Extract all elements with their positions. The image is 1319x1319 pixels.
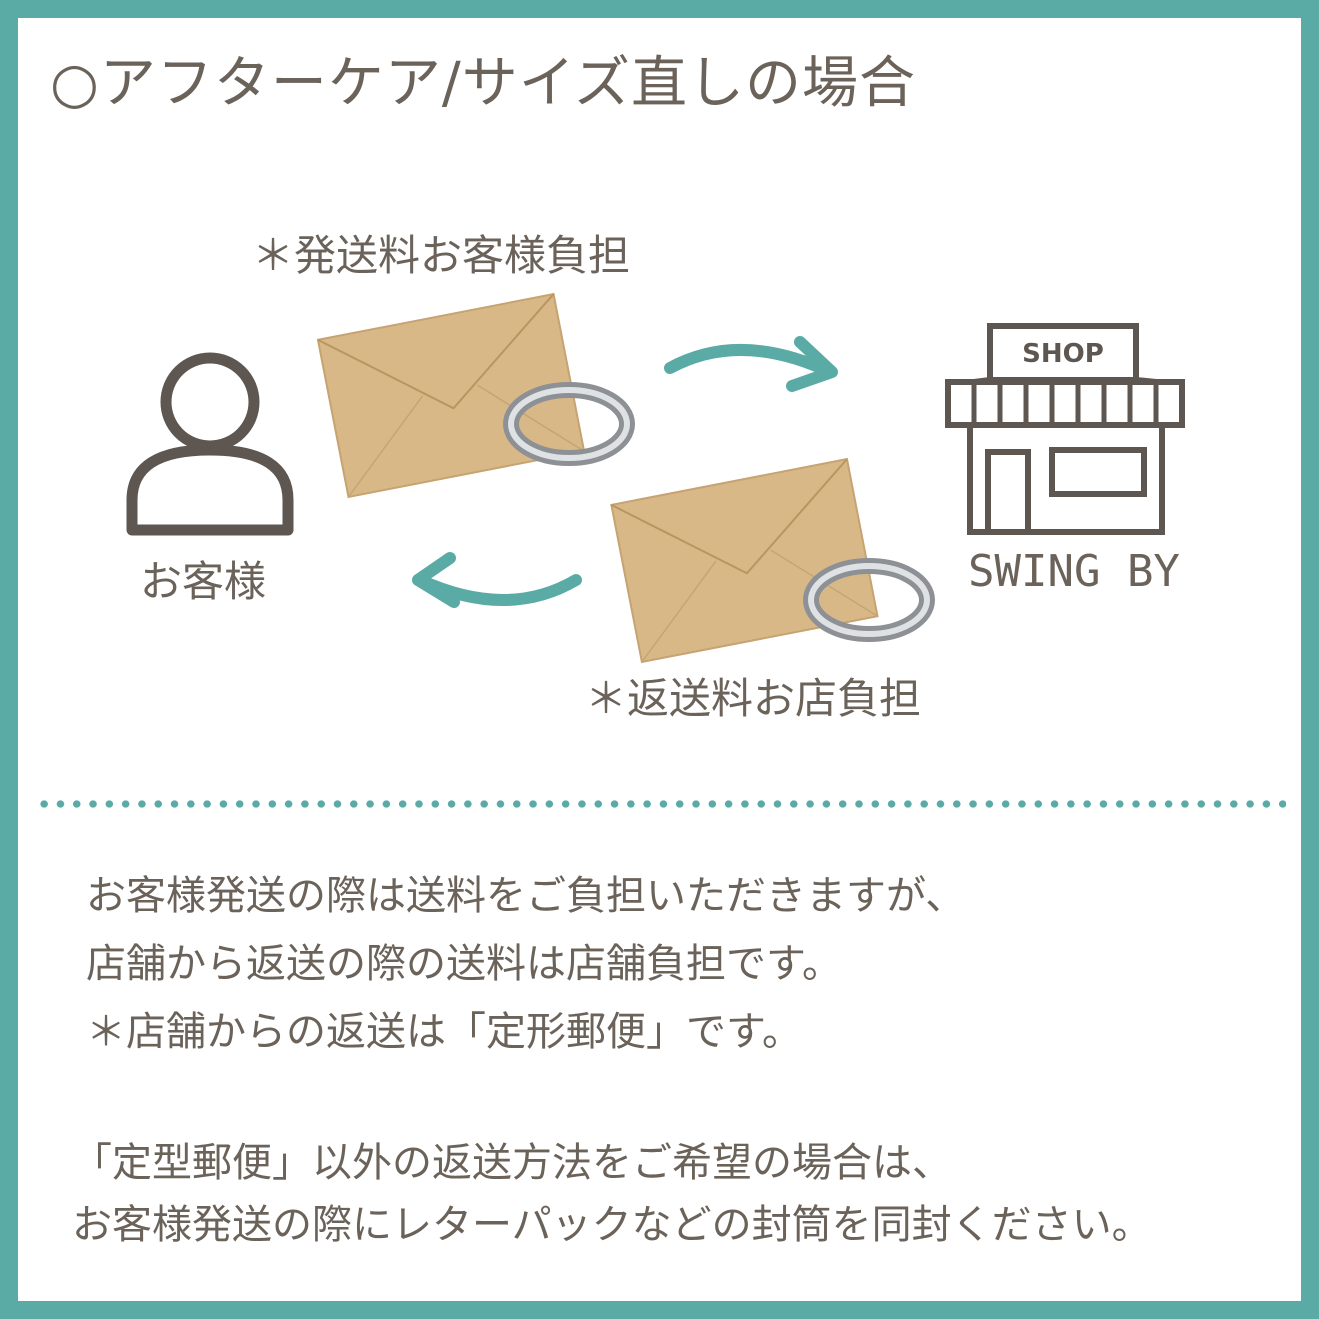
arrow-right-icon <box>660 330 850 400</box>
page-title: ○アフターケア/サイズ直しの場合 <box>50 38 916 119</box>
ring-icon <box>802 558 937 643</box>
ring-icon <box>502 382 637 467</box>
notes-paragraph-1: お客様発送の際は送料をご負担いただきますが、 店舗から返送の際の送料は店舗負担で… <box>86 862 965 1066</box>
notes-line: 「定型郵便」以外の返送方法をご希望の場合は、 <box>72 1132 1152 1194</box>
shop-icon: SHOP <box>940 320 1190 540</box>
dotted-divider <box>36 800 1286 808</box>
notes-paragraph-2: 「定型郵便」以外の返送方法をご希望の場合は、 お客様発送の際にレターパックなどの… <box>72 1132 1152 1256</box>
person-icon <box>120 350 300 540</box>
notes-line: お客様発送の際は送料をご負担いただきますが、 <box>86 862 965 930</box>
return-fee-caption: ＊返送料お店負担 <box>585 665 921 726</box>
arrow-left-icon <box>398 550 588 615</box>
notes-line: ＊店舗からの返送は「定形郵便」です。 <box>86 998 965 1066</box>
notes-line: 店舗から返送の際の送料は店舗負担です。 <box>86 930 965 998</box>
shop-sign-text: SHOP <box>1022 339 1104 369</box>
send-fee-caption: ＊発送料お客様負担 <box>252 222 630 283</box>
notes-line: お客様発送の際にレターパックなどの封筒を同封ください。 <box>72 1194 1152 1256</box>
customer-label: お客様 <box>140 548 266 609</box>
shop-name-label: SWING BY <box>968 546 1180 597</box>
